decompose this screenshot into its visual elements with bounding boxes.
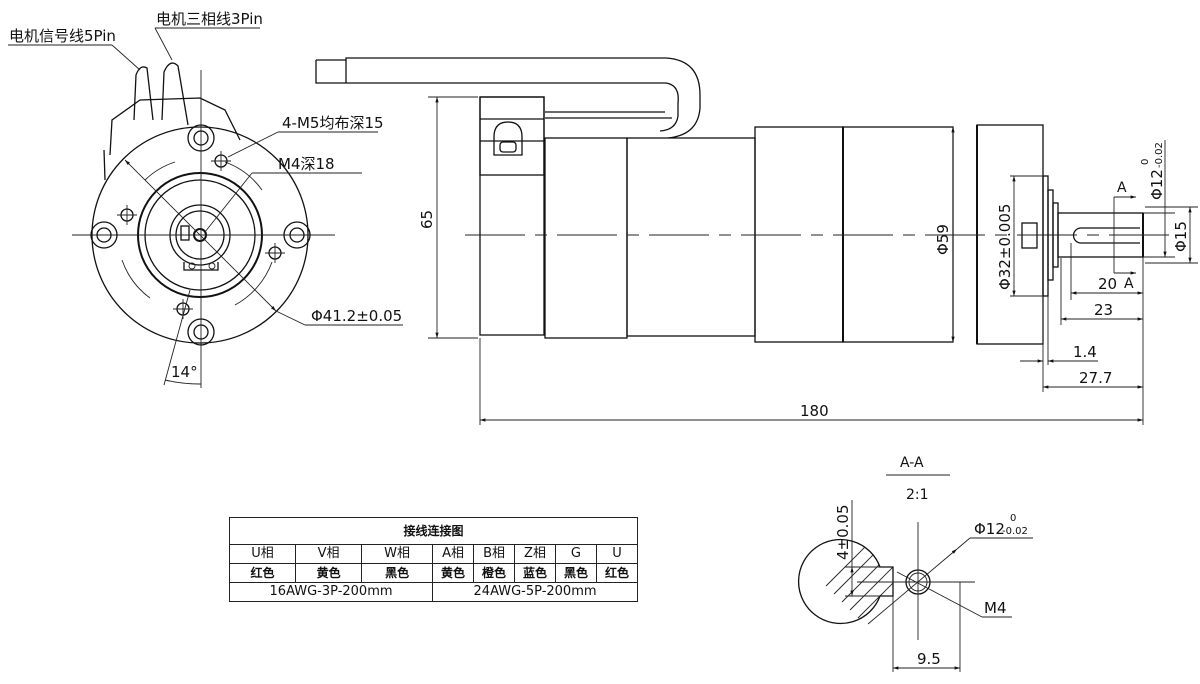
section-view: A-A 2:1 4±0.05 Φ12 0 -	[797, 455, 1033, 672]
height-dim: 65	[418, 210, 436, 229]
phase-cell: G	[554, 544, 597, 564]
phase-cell: U相	[228, 544, 297, 564]
phase-cell: B相	[473, 544, 516, 564]
color-cell: 红色	[228, 563, 297, 583]
side-view: 65 Φ59 Φ32±0.005 Φ12 0 -0.02 Φ15 A A 20	[315, 57, 1198, 425]
screw-boss-right	[283, 221, 311, 249]
cable-icon	[103, 62, 241, 181]
color-cell: 蓝色	[514, 563, 556, 583]
section-diameter-dim: Φ12	[974, 520, 1005, 538]
overall-length-dim: 180	[800, 402, 829, 420]
color-cell: 黄色	[295, 563, 363, 583]
section-mark-bottom: A	[1124, 276, 1134, 292]
section-scale: 2:1	[906, 487, 929, 503]
output-length-dim: 27.7	[1079, 369, 1112, 387]
phase-cell: A相	[432, 544, 475, 564]
spec-cell-phase: 16AWG-3P-200mm	[228, 582, 434, 602]
color-cell: 黑色	[554, 563, 597, 583]
collar-diameter-dim: Φ15	[1172, 221, 1190, 252]
spec-row: 16AWG-3P-200mm 24AWG-5P-200mm	[228, 582, 638, 602]
body-diameter-dim: Φ59	[934, 224, 952, 255]
shaft-section	[797, 538, 894, 625]
section-title: A-A	[900, 455, 924, 471]
phase-cell: V相	[295, 544, 363, 564]
shaft-tol-upper: 0	[1140, 159, 1151, 165]
section-tol-lower: -0.02	[1002, 526, 1028, 537]
thread-label: M4	[984, 599, 1007, 617]
mount-holes-label: 4-M5均布深15	[282, 114, 384, 132]
color-row: 红色 黄色 黑色 黄色 橙色 蓝色 黑色 红色	[228, 563, 639, 583]
flat-width-dim: 4±0.05	[834, 504, 852, 560]
phase-cable-label: 电机三相线3Pin	[156, 10, 263, 28]
center-hole-label: M4深18	[278, 155, 335, 173]
signal-cable-label: 电机信号线5Pin	[9, 27, 116, 45]
shaft-length-dim: 23	[1094, 301, 1113, 319]
wiring-table: 接线连接图 U相 V相 W相 A相 B相 Z相 G U 红色 黄色 黑色 黄色 …	[228, 517, 639, 602]
phase-row: U相 V相 W相 A相 B相 Z相 G U	[228, 544, 639, 564]
color-cell: 黑色	[361, 563, 434, 583]
shaft-diameter-dim: Φ12	[1148, 169, 1166, 200]
front-view: Φ41.2±0.05 4-M5均布深15 M4深18 电机信号线5Pin 电机三…	[8, 10, 403, 388]
color-cell: 黄色	[432, 563, 475, 583]
flat-depth-dim: 9.5	[917, 650, 941, 668]
color-cell: 橙色	[473, 563, 516, 583]
flange-thickness-dim: 1.4	[1073, 343, 1097, 361]
phase-cell: U	[595, 544, 639, 564]
screw-boss-bottom	[187, 318, 215, 346]
color-cell: 红色	[595, 563, 639, 583]
key-length-dim: 20	[1098, 275, 1117, 293]
spec-cell-signal: 24AWG-5P-200mm	[432, 582, 638, 602]
section-tol-upper: 0	[1010, 513, 1016, 524]
phase-cell: W相	[361, 544, 434, 564]
angle-label: 14°	[171, 363, 198, 381]
screw-boss-top	[187, 124, 215, 152]
screw-boss-left	[90, 221, 118, 249]
pilot-diameter-dim: Φ32±0.005	[996, 204, 1014, 290]
phase-cell: Z相	[514, 544, 556, 564]
wiring-table-title: 接线连接图	[229, 517, 638, 545]
section-mark-top: A	[1117, 180, 1127, 196]
shaft-tol-lower: -0.02	[1154, 142, 1165, 168]
connector-icon	[493, 121, 523, 156]
pitch-circle-label: Φ41.2±0.05	[311, 307, 402, 325]
